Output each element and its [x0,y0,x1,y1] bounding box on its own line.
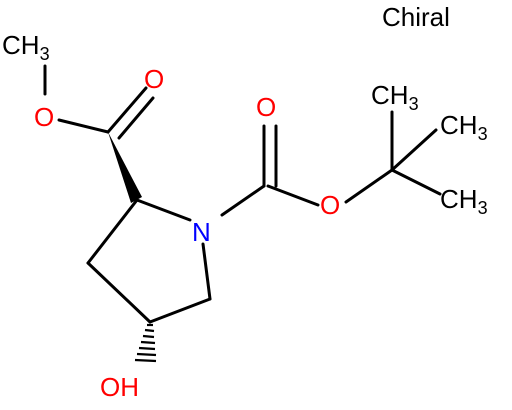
bond-carbamate-o [266,184,320,207]
atom-o-ester-single: O [34,102,54,132]
bond-o-carbonyl [57,118,110,134]
atom-ch3-tbu-bottom: CH3 [440,184,488,218]
bond-tbu-ch3-bottom [390,168,442,196]
bond-carbonyl-double-1 [106,86,148,134]
bond-carbonyl-double-2 [117,96,155,140]
atom-ch3-tbu-top: CH3 [371,80,419,114]
atom-ch3-tbu-mid: CH3 [440,110,488,144]
hashed-bond-c4-oh [134,323,157,363]
atom-o-ester-double: O [144,64,164,94]
bond-c4-c5 [148,297,212,324]
chirality-label: Chiral [382,2,450,32]
atom-labels: Chiral CH3 O O N O O CH3 CH3 CH3 OH [2,2,488,402]
bond-o-tbu [344,168,394,204]
wedge-bond-c2 [108,132,142,203]
bond-tbu-ch3-mid [390,128,438,172]
bond-n-carbamate [220,184,266,217]
atom-o-carbamate-single: O [320,190,340,220]
bond-c2-c3 [86,198,139,265]
bond-c5-n [201,242,212,301]
bond-c2-n [135,198,192,222]
atom-ch3-methyl-ester: CH3 [2,30,50,64]
atom-n-pyrrolidine: N [192,217,211,247]
atom-oh-hydroxyl: OH [100,372,139,402]
atom-o-carbamate-double: O [256,92,276,122]
bonds [43,64,442,363]
bond-c3-c4 [86,261,152,324]
